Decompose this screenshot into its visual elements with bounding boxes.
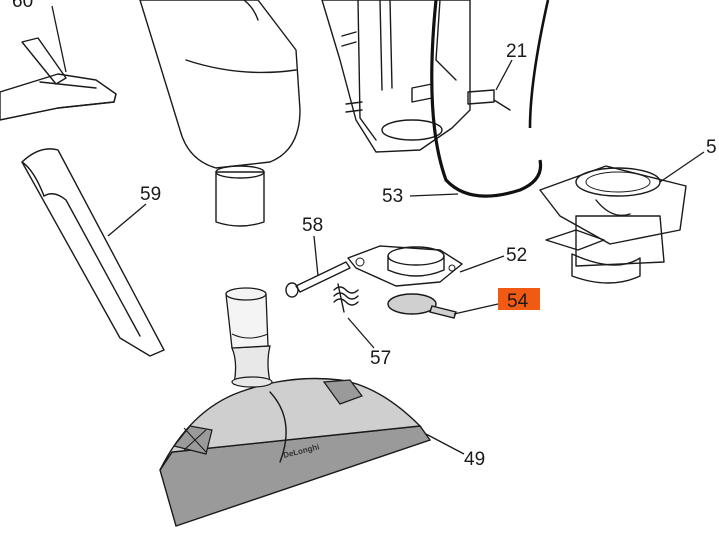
label-57: 57 <box>370 348 391 369</box>
part-5-connector <box>539 165 687 284</box>
part-59-crevice-tool <box>21 148 165 357</box>
part-58-pin <box>285 261 351 298</box>
label-5: 5 <box>706 137 717 158</box>
part-52-valve-plate <box>347 245 463 287</box>
label-52: 52 <box>506 245 527 266</box>
part-53-cable <box>430 0 550 198</box>
label-60: 60 <box>12 0 33 12</box>
part-60-brush-tool <box>0 37 117 121</box>
highlight-box-54 <box>498 288 540 310</box>
label-58: 58 <box>302 215 323 236</box>
label-49: 49 <box>464 449 485 470</box>
label-59: 59 <box>140 184 161 205</box>
label-21: 21 <box>506 41 527 62</box>
label-53: 53 <box>382 186 403 207</box>
main-body-housing <box>321 0 511 153</box>
handle-body <box>139 0 301 227</box>
part-54-flap-seal <box>387 293 457 319</box>
label-54: 54 <box>507 291 529 312</box>
part-57-spring <box>333 283 359 313</box>
part-49-floor-nozzle <box>159 287 432 527</box>
